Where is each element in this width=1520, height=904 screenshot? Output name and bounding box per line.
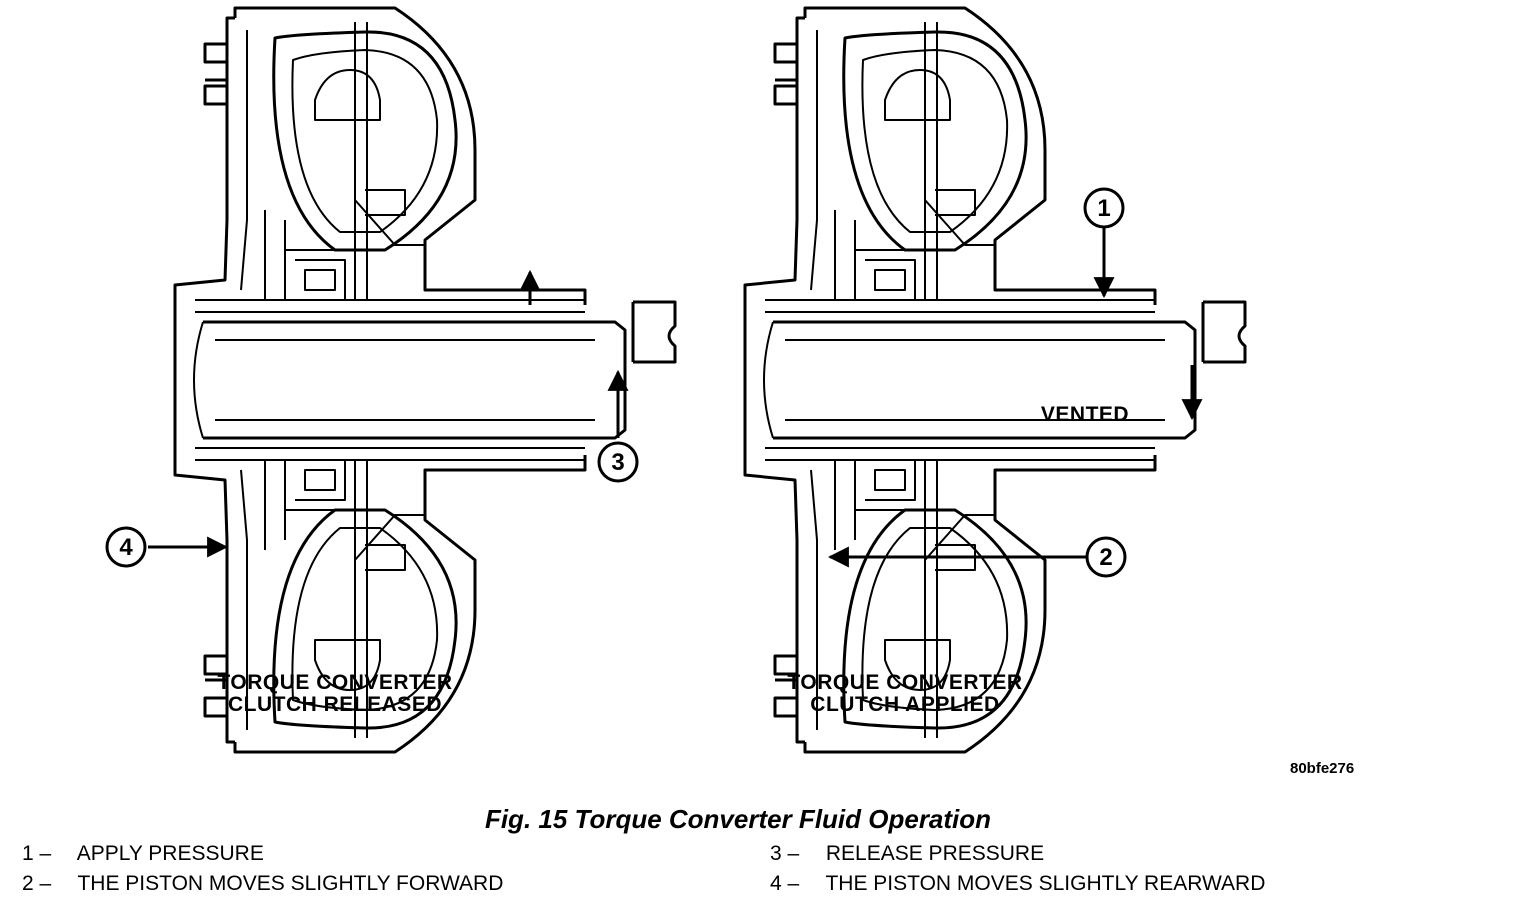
callout-circle-1 <box>1083 187 1125 229</box>
callout-1: 1 <box>1097 195 1110 222</box>
caption-released-line2: CLUTCH RELEASED <box>227 693 442 716</box>
callout-circle-3 <box>597 441 639 483</box>
legend-text: THE PISTON MOVES SLIGHTLY REARWARD <box>825 872 1266 895</box>
callout-circle-2 <box>1085 536 1127 578</box>
legend-number: 4 – <box>770 872 800 895</box>
vented-label: VENTED <box>1040 403 1130 426</box>
legend-number: 3 – <box>770 842 800 865</box>
converter-released <box>173 6 677 754</box>
callout-2: 2 <box>1099 544 1112 571</box>
legend-number: 2 – <box>22 872 52 895</box>
legend-item: 2 – THE PISTON MOVES SLIGHTLY FORWARD <box>22 872 503 896</box>
legend-number: 1 – <box>22 842 52 865</box>
caption-applied-line1: TORQUE CONVERTER <box>787 671 1023 694</box>
figure-id: 80bfe276 <box>1290 760 1355 777</box>
caption-clutch-released: TORQUE CONVERTER CLUTCH RELEASED <box>175 672 495 716</box>
callout-4: 4 <box>119 534 133 561</box>
legend-text: APPLY PRESSURE <box>76 842 264 865</box>
callout-3: 3 <box>611 449 624 476</box>
legend-item: 4 – THE PISTON MOVES SLIGHTLY REARWARD <box>770 872 1265 896</box>
legend-text: RELEASE PRESSURE <box>825 842 1045 865</box>
caption-released-line1: TORQUE CONVERTER <box>217 671 453 694</box>
legend-text: THE PISTON MOVES SLIGHTLY FORWARD <box>77 872 504 895</box>
legend-item: 1 – APPLY PRESSURE <box>22 842 264 866</box>
callout-circle-4 <box>105 526 147 568</box>
caption-applied-line2: CLUTCH APPLIED <box>810 693 1000 716</box>
caption-clutch-applied: TORQUE CONVERTER CLUTCH APPLIED <box>745 672 1065 716</box>
converter-applied <box>743 6 1247 754</box>
figure-title: Fig. 15 Torque Converter Fluid Operation <box>484 804 992 834</box>
legend-item: 3 – RELEASE PRESSURE <box>770 842 1044 866</box>
